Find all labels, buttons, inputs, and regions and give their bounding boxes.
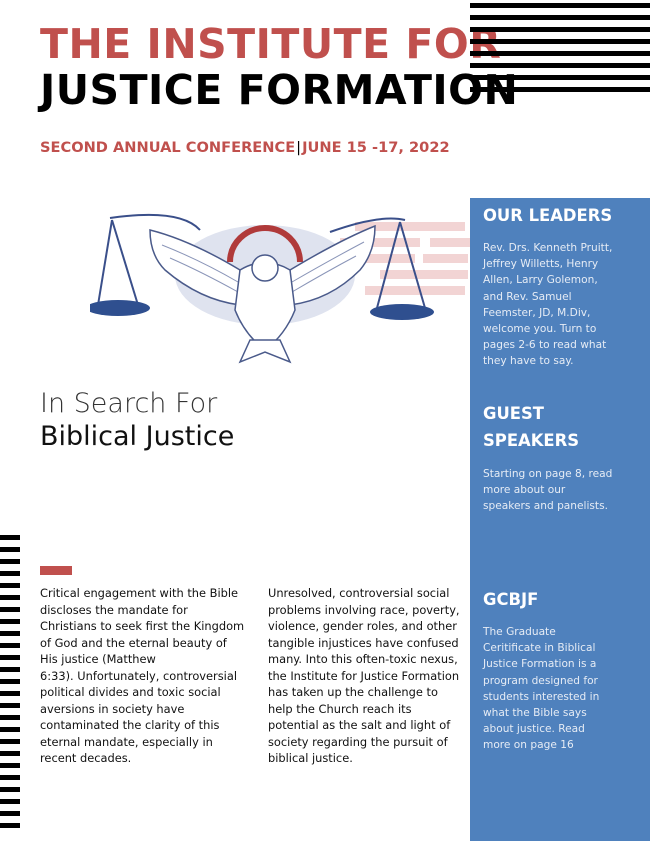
speakers-text: Starting on page 8, read more about our … <box>483 468 613 513</box>
subtitle-separator: | <box>296 139 302 156</box>
body-column-1: Critical engagement with the Bible discl… <box>40 586 245 765</box>
conference-subtitle: SECOND ANNUAL CONFERENCE|JUNE 15 -17, 20… <box>40 139 450 156</box>
conference-name: SECOND ANNUAL CONFERENCE <box>40 139 296 156</box>
gcbjf-text: The Graduate Ceritificate in Biblical Ju… <box>483 626 600 752</box>
gcbjf-heading: GCBJF <box>483 590 539 609</box>
decorative-stripes-top <box>470 0 650 100</box>
leaders-heading: OUR LEADERS <box>483 206 613 225</box>
speakers-heading: GUEST SPEAKERS <box>483 404 580 450</box>
headline-line-2: Biblical Justice <box>40 421 235 452</box>
dove-with-scales-icon <box>90 213 470 364</box>
decorative-stripes-left <box>0 535 20 841</box>
title-line-2: JUSTICE FORMATION <box>40 66 519 114</box>
leaders-text: Rev. Drs. Kenneth Pruitt, Jeffrey Willet… <box>483 242 613 368</box>
headline-line-1: In Search For <box>40 388 218 419</box>
red-accent-bar <box>40 566 72 575</box>
title-line-1: THE INSTITUTE FOR <box>40 20 502 68</box>
conference-dates: JUNE 15 -17, 2022 <box>302 139 450 156</box>
body-column-2: Unresolved, controversial social problem… <box>268 586 460 765</box>
sidebar: OUR LEADERS Rev. Drs. Kenneth Pruitt, Je… <box>470 198 650 841</box>
